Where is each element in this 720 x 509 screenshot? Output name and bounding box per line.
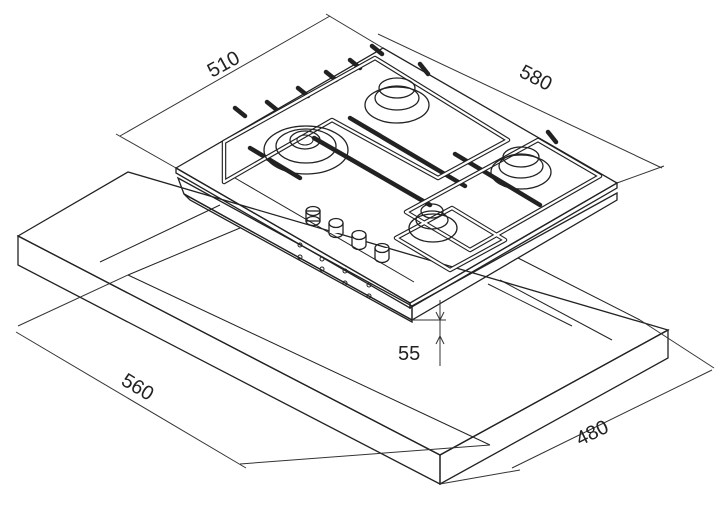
countertop	[16, 171, 670, 486]
dimension-510-label: 510	[204, 47, 244, 82]
burner-rear	[364, 77, 430, 124]
dimension-480-label: 480	[573, 416, 613, 450]
dimension-560: 560	[15, 274, 491, 469]
burner-wok	[263, 125, 349, 175]
dimension-480: 480	[439, 319, 715, 485]
knob-3	[351, 229, 367, 251]
dimension-510: 510	[115, 13, 384, 169]
control-knobs	[305, 205, 390, 264]
knob-1	[305, 205, 321, 227]
dimension-55: 55	[398, 300, 446, 366]
burner-front	[408, 203, 458, 243]
knob-4	[374, 242, 390, 264]
knob-2	[328, 217, 344, 239]
gas-hob	[174, 43, 619, 324]
side-holes	[297, 242, 372, 299]
dimension-580-label: 580	[516, 61, 556, 96]
burner-right	[490, 146, 552, 190]
dimension-55-label: 55	[398, 343, 420, 365]
dimension-560-label: 560	[117, 369, 157, 405]
